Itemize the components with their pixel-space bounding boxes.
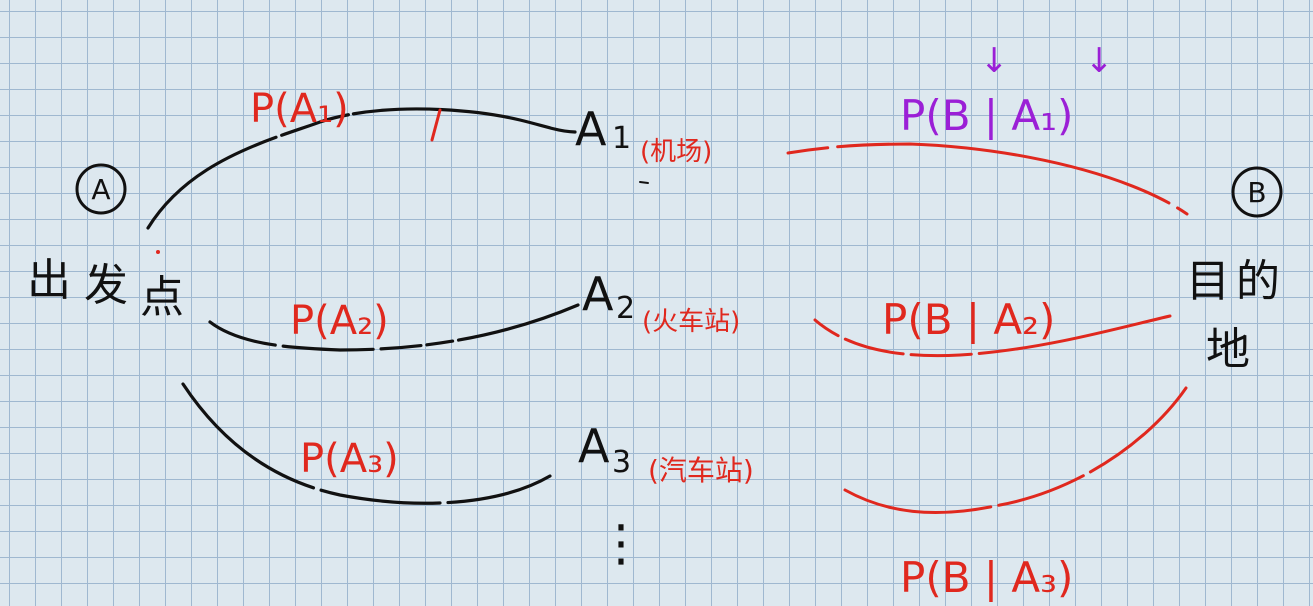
node-a2: A 2 (火车站) [582,267,740,337]
prob-b-given-a3: P(B | A₃) [900,553,1073,602]
start-label-char-3: 点 [140,272,184,323]
path-start-a3 [181,382,552,505]
node-a3: A 3 (汽车站) [578,419,754,487]
arrow-down-a1: ↓ [1085,41,1114,81]
end-label-char-3: 地 [1206,324,1250,375]
start-label-char-2: 发 [84,260,128,311]
node-a1: A 1 (机场) [575,102,712,167]
path-a2-end [813,314,1172,358]
prob-b-given-a1: P(B | A₁) [900,91,1073,140]
node-a1-subscript: 1 [612,121,631,156]
prob-a1: P(A₁) [250,86,349,132]
prob-b-given-a2: P(B | A₂) [882,295,1055,344]
end-circle-letter: B [1247,176,1266,209]
prob-a3: P(A₃) [300,436,399,482]
path-a1-end [786,142,1189,216]
node-a1-place: (机场) [640,137,712,167]
node-a2-letter: A [582,267,614,321]
end-circle [1231,166,1283,218]
path-a3-end [843,386,1188,515]
start-circle [75,163,127,215]
node-a3-place: (汽车站) [648,454,754,487]
node-a3-letter: A [578,419,610,473]
tick-mark-black [639,181,649,184]
start-label-char-1: 出 [27,255,71,306]
more-nodes-ellipsis: ⋮ [596,514,646,572]
node-a1-letter: A [575,102,607,156]
tick-mark-red [430,108,442,142]
node-a2-subscript: 2 [616,291,635,326]
start-circle-letter: A [91,173,110,206]
path-start-a1 [146,107,577,230]
path-start-a2 [208,303,580,352]
end-label-char-2: 的 [1236,256,1280,307]
start-dot [156,250,160,254]
node-a3-subscript: 3 [612,445,631,480]
end-label-char-1: 目 [1186,256,1230,307]
node-a2-place: (火车站) [642,307,740,337]
prob-a2: P(A₂) [290,298,389,344]
arrow-down-b: ↓ [980,41,1009,81]
